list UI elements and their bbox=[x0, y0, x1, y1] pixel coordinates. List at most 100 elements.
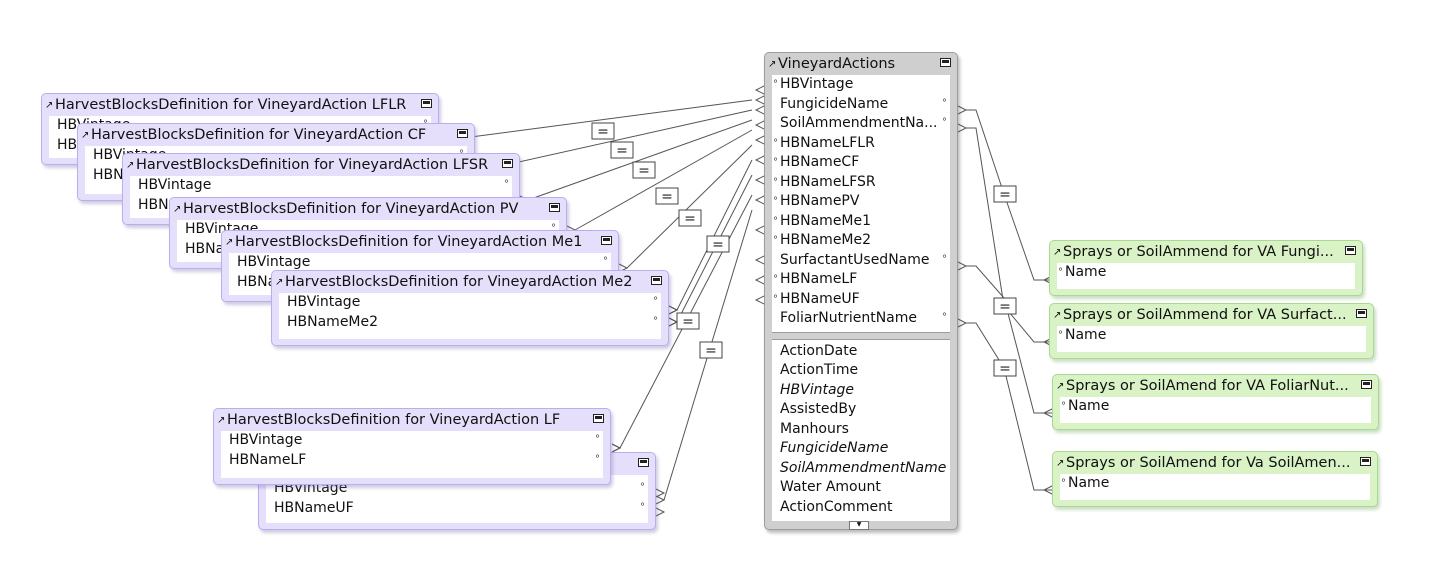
link-point-icon: ° bbox=[595, 453, 600, 465]
table-title: HarvestBlocksDefinition for VineyardActi… bbox=[136, 157, 489, 173]
table-field[interactable]: HBVintage bbox=[772, 381, 950, 401]
table-header[interactable]: ↗HarvestBlocksDefinition for VineyardAct… bbox=[222, 231, 618, 253]
link-point-icon: ° bbox=[504, 179, 509, 190]
table-field[interactable]: SurfactantUsedName° bbox=[772, 251, 950, 271]
harvest-table[interactable]: ↗HarvestBlocksDefinition for VineyardAct… bbox=[271, 270, 669, 346]
table-field[interactable]: AssistedBy bbox=[772, 400, 950, 420]
table-header[interactable]: ↗HarvestBlocksDefinition for VineyardAct… bbox=[272, 271, 668, 293]
table-header[interactable]: ↗Sprays or SoilAmmend for VA Surfact... bbox=[1050, 304, 1373, 326]
collapse-toggle-icon[interactable] bbox=[601, 236, 612, 245]
table-field[interactable]: °Name bbox=[1060, 474, 1370, 494]
link-point-icon: ° bbox=[653, 296, 658, 307]
table-field[interactable]: °Name bbox=[1057, 326, 1366, 346]
table-field[interactable]: °HBNameMe2 bbox=[772, 231, 950, 251]
table-field[interactable]: °HBNamePV bbox=[772, 192, 950, 212]
table-field[interactable]: FoliarNutrientName° bbox=[772, 309, 950, 329]
match-key-icon: ° bbox=[773, 235, 778, 246]
match-key-icon: ° bbox=[773, 137, 778, 149]
field-name: Name bbox=[1065, 264, 1107, 280]
relationship-operator-label: = bbox=[638, 163, 650, 179]
spray-table[interactable]: ↗Sprays or SoilAmmend for VA Fungi...°Na… bbox=[1049, 240, 1363, 296]
table-field[interactable]: Manhours bbox=[772, 420, 950, 440]
harvest-table[interactable]: ↗HarvestBlocksDefinition for VineyardAct… bbox=[213, 408, 611, 485]
collapse-toggle-icon[interactable] bbox=[651, 276, 662, 285]
table-field[interactable]: °HBNameLFLR bbox=[772, 134, 950, 154]
table-field[interactable]: °HBNameUF bbox=[772, 290, 950, 310]
collapse-toggle-icon[interactable] bbox=[1345, 246, 1356, 255]
table-field[interactable]: ActionTime bbox=[772, 361, 950, 381]
collapse-toggle-icon[interactable] bbox=[638, 458, 649, 467]
table-header[interactable]: ↗HarvestBlocksDefinition for VineyardAct… bbox=[170, 198, 566, 220]
relationship-line bbox=[966, 265, 1052, 414]
scroll-down-icon[interactable]: ▼ bbox=[849, 521, 869, 530]
table-field[interactable]: HBVintage° bbox=[229, 253, 611, 273]
link-point-icon: ° bbox=[603, 256, 608, 267]
table-field[interactable]: °HBNameLFSR bbox=[772, 173, 950, 193]
collapse-toggle-icon[interactable] bbox=[502, 159, 513, 168]
table-header[interactable]: ↗Sprays or SoilAmend for Va SoilAmen... bbox=[1053, 452, 1377, 474]
field-name: SoilAmmendmentNa... bbox=[780, 115, 938, 131]
table-field[interactable]: °Name bbox=[1060, 397, 1371, 417]
table-header[interactable]: ↗HarvestBlocksDefinition for VineyardAct… bbox=[42, 94, 438, 116]
crows-foot-icon bbox=[957, 318, 968, 328]
table-header[interactable]: ↗Sprays or SoilAmend for VA FoliarNut... bbox=[1053, 375, 1378, 397]
field-name: ActionTime bbox=[780, 362, 859, 378]
field-name: HBNameLF bbox=[229, 451, 307, 468]
table-field[interactable]: FungicideName bbox=[772, 439, 950, 459]
crows-foot-icon bbox=[1042, 408, 1053, 418]
external-table-arrow-icon: ↗ bbox=[45, 100, 54, 111]
table-field[interactable]: SoilAmmendmentName bbox=[772, 459, 950, 479]
field-name: HBNameCF bbox=[780, 154, 860, 170]
spray-table[interactable]: ↗Sprays or SoilAmend for VA FoliarNut...… bbox=[1052, 374, 1379, 430]
table-field[interactable]: HBVintage° bbox=[221, 431, 603, 451]
table-field[interactable]: °Name bbox=[1057, 263, 1355, 283]
crows-foot-icon bbox=[668, 305, 679, 315]
table-field[interactable]: FungicideName° bbox=[772, 95, 950, 115]
spray-table[interactable]: ↗Sprays or SoilAmend for Va SoilAmen...°… bbox=[1052, 451, 1378, 507]
crows-foot-icon bbox=[611, 443, 622, 453]
table-field[interactable]: ActionDate bbox=[772, 342, 950, 362]
crows-foot-icon bbox=[754, 95, 765, 105]
table-header[interactable]: ↗HarvestBlocksDefinition for VineyardAct… bbox=[78, 124, 474, 146]
collapse-toggle-icon[interactable] bbox=[1361, 380, 1372, 389]
link-point-icon: ° bbox=[640, 482, 645, 493]
field-list: HBVintage°HBNameLF ° bbox=[221, 431, 603, 478]
table-header[interactable]: ↗HarvestBlocksDefinition for VineyardAct… bbox=[123, 154, 519, 176]
table-field[interactable]: HBVintage° bbox=[130, 176, 512, 196]
field-list: °Name bbox=[1060, 397, 1371, 423]
collapse-toggle-icon[interactable] bbox=[1360, 457, 1371, 466]
table-field[interactable]: °HBNameLF bbox=[772, 270, 950, 290]
table-field[interactable]: HBNameUF° bbox=[266, 499, 648, 519]
match-key-icon: ° bbox=[1058, 330, 1063, 341]
table-header[interactable]: ↗HarvestBlocksDefinition for VineyardAct… bbox=[214, 409, 610, 431]
collapse-toggle-icon[interactable] bbox=[457, 129, 468, 138]
table-field[interactable]: °HBVintage bbox=[772, 75, 950, 95]
table-field[interactable]: ActionComment bbox=[772, 498, 950, 518]
collapse-toggle-icon[interactable] bbox=[421, 99, 432, 108]
relationship-operator-icon bbox=[610, 141, 634, 159]
relationship-operator-label: = bbox=[999, 299, 1011, 315]
collapse-toggle-icon[interactable] bbox=[549, 203, 560, 212]
table-header[interactable]: ↗Sprays or SoilAmmend for VA Fungi... bbox=[1050, 241, 1362, 263]
match-key-icon: ° bbox=[1061, 478, 1066, 489]
table-field[interactable]: HBNameLF ° bbox=[221, 451, 603, 471]
table-field[interactable]: °HBNameCF bbox=[772, 153, 950, 173]
field-name: HBVintage bbox=[780, 76, 854, 92]
crows-foot-icon bbox=[754, 135, 765, 145]
table-field[interactable]: SoilAmmendmentNa...° bbox=[772, 114, 950, 134]
table-title: Sprays or SoilAmend for VA FoliarNut... bbox=[1066, 378, 1349, 394]
spray-table[interactable]: ↗Sprays or SoilAmmend for VA Surfact...°… bbox=[1049, 303, 1374, 359]
field-name: Manhours bbox=[780, 420, 849, 437]
relationship-operator-label: = bbox=[682, 314, 694, 330]
table-field[interactable]: HBNameMe2° bbox=[279, 313, 661, 333]
collapse-toggle-icon[interactable] bbox=[593, 414, 604, 423]
table-field[interactable]: HBVintage° bbox=[279, 293, 661, 313]
collapse-toggle-icon[interactable] bbox=[940, 58, 951, 67]
table-field[interactable]: Water Amount bbox=[772, 478, 950, 498]
collapse-toggle-icon[interactable] bbox=[1356, 309, 1367, 318]
crows-foot-icon bbox=[754, 105, 765, 115]
table-field[interactable]: °HBNameMe1 bbox=[772, 212, 950, 232]
table-header[interactable]: ↗VineyardActions bbox=[765, 53, 957, 75]
crows-foot-icon bbox=[754, 175, 765, 185]
